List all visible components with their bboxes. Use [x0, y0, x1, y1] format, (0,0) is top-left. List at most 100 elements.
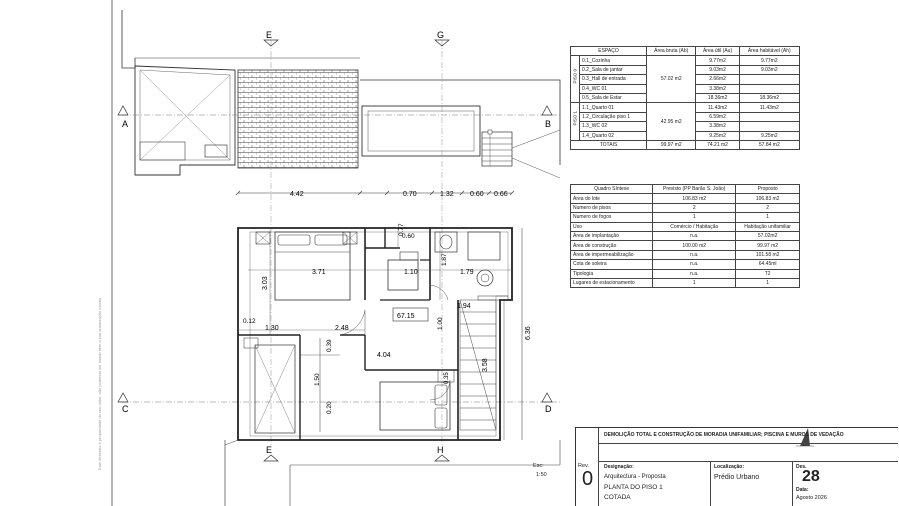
dim-1-10: 1.10: [404, 269, 418, 276]
dim-0-70: 0.70: [403, 191, 417, 198]
cell: 1: [652, 212, 737, 223]
level-67-15: 67.15: [397, 313, 415, 320]
dim-3-03: 3.03: [262, 276, 269, 290]
cell: 1: [735, 277, 800, 289]
data-value: Agosto 2026: [796, 495, 827, 501]
cell: 1: [652, 277, 737, 289]
cell: Numero de fogos: [569, 212, 654, 223]
cell: Comércio / Habitação: [652, 221, 737, 232]
dim-0-60: 0.60: [470, 191, 484, 198]
dim-0-35: 0.35: [444, 372, 450, 384]
cell: Lugares de estacionamento: [569, 277, 654, 289]
cell: Numero de pisos: [569, 202, 654, 214]
row-au: 9.77m2: [695, 55, 740, 66]
col-proposto: Proposto: [735, 183, 800, 195]
cell: Cota de soleira: [569, 259, 654, 270]
col-bruta: Área bruta (Ab): [646, 45, 697, 57]
cell: Área de implantação: [569, 230, 654, 242]
dim-0-66: 0.66: [494, 191, 508, 198]
col-habitavel: Área habitável (Ah): [738, 45, 801, 57]
scale-value: 1:50: [536, 472, 547, 478]
cell: Área de construção: [569, 240, 654, 251]
designacao-line-1: Arquitectura - Proposta: [604, 474, 666, 480]
dim-1-30: 1.30: [265, 325, 279, 332]
data-label: Data:: [796, 487, 809, 493]
designacao-label: Designação:: [604, 464, 634, 470]
cell: 106.83 m2: [735, 193, 800, 204]
cell: 64.45ml: [735, 259, 800, 270]
scale-label: Esc:: [533, 463, 544, 469]
row-ah: [738, 111, 801, 123]
cell: 2: [652, 202, 737, 214]
row-au: 9.03m2: [695, 64, 740, 76]
table-row: PISO 1 1.1_Quarto 01 42.95 m2 11.43m2 11…: [570, 102, 801, 141]
row-name: 0.4_WC 01: [578, 83, 648, 94]
des-label: Des.: [796, 464, 807, 470]
row-ah: 9.03m2: [738, 64, 801, 76]
section-marker-g-top: G: [437, 30, 444, 40]
dim-1-79: 1.79: [460, 269, 474, 276]
section-marker-e-bottom: E: [266, 445, 272, 455]
row-name: 1.2_Circulação piso 1: [578, 111, 648, 123]
totals-ab: 99.97 m2: [646, 139, 697, 151]
row-name: 1.1_Quarto 01: [578, 102, 648, 113]
col-previsto: Previsto (PP Barão S. João): [652, 183, 737, 195]
row-ah: [738, 83, 801, 94]
cell: 57.02m2: [735, 230, 800, 242]
dim-2-48: 2.48: [335, 325, 349, 332]
dim-0-77: 0.77: [398, 223, 405, 236]
title-block: DEMOLIÇÃO TOTAL E CONSTRUÇÃO DE MORADIA …: [575, 427, 898, 506]
designacao-line-2: PLANTA DO PISO 1: [604, 484, 663, 491]
north-arrow-icon: [800, 428, 810, 446]
piso0-label: PISO 0: [572, 68, 578, 84]
dim-0-12: 0.12: [243, 318, 256, 325]
localizacao-value: Prédio Urbano: [714, 474, 760, 481]
areas-table: ESPAÇO Área bruta (Ab) Área útil (Au) Ár…: [569, 45, 801, 151]
section-marker-h-bottom: H: [437, 445, 444, 455]
piso1-label: PISO 1: [572, 111, 578, 126]
piso1-bruta: 42.95 m2: [646, 102, 697, 141]
row-ah: 18.36m2: [738, 92, 801, 104]
row-name: 0.2_Sala de jantar: [578, 64, 648, 76]
row-ah: [738, 74, 801, 85]
section-marker-a: A: [122, 119, 128, 129]
section-marker-b: B: [545, 119, 551, 129]
cell: Uso: [569, 221, 654, 232]
dim-4-42: 4.42: [290, 191, 304, 198]
cell: 101.58 m2: [735, 249, 800, 261]
totals-row: TOTAIS 99.97 m2 74.21 m2 57.84 m2: [569, 139, 801, 151]
cell: n.a.: [652, 230, 737, 242]
row-ah: 11.43m2: [738, 102, 801, 113]
des-value: 28: [802, 468, 820, 485]
table-row: PISO 0 0.1_Cozinha 57.02 m2 9.77m2 9.77m…: [570, 55, 801, 104]
cell: 100.00 m2: [652, 240, 737, 251]
table-header-row: ESPAÇO Área bruta (Ab) Área útil (Au) Ár…: [569, 45, 801, 57]
row-au: 6.59m2: [695, 111, 740, 123]
cell: n.a.: [652, 268, 737, 279]
cell: Área do lote: [569, 193, 654, 204]
row-name: 0.3_Hall de entrada: [578, 74, 648, 85]
row-au: 3.38m2: [695, 121, 740, 132]
piso0-bruta: 57.02 m2: [646, 55, 697, 104]
cell: 1: [735, 212, 800, 223]
section-marker-e-top: E: [266, 30, 272, 40]
dim-0-20: 0.20: [326, 401, 333, 414]
totals-ah: 57.84 m2: [738, 139, 801, 151]
dim-4-04: 4.04: [377, 352, 391, 359]
dim-0-39: 0.39: [326, 339, 333, 352]
cell: T2: [735, 268, 800, 279]
cell: 2: [735, 202, 800, 214]
cell: 99.97 m2: [735, 240, 800, 251]
row-name: 0.5_Sala de Estar: [578, 92, 648, 104]
cell: 106.83 m2: [652, 193, 737, 204]
row-au: 3.38m2: [695, 83, 740, 94]
dim-1-87: 1.87: [441, 253, 448, 266]
